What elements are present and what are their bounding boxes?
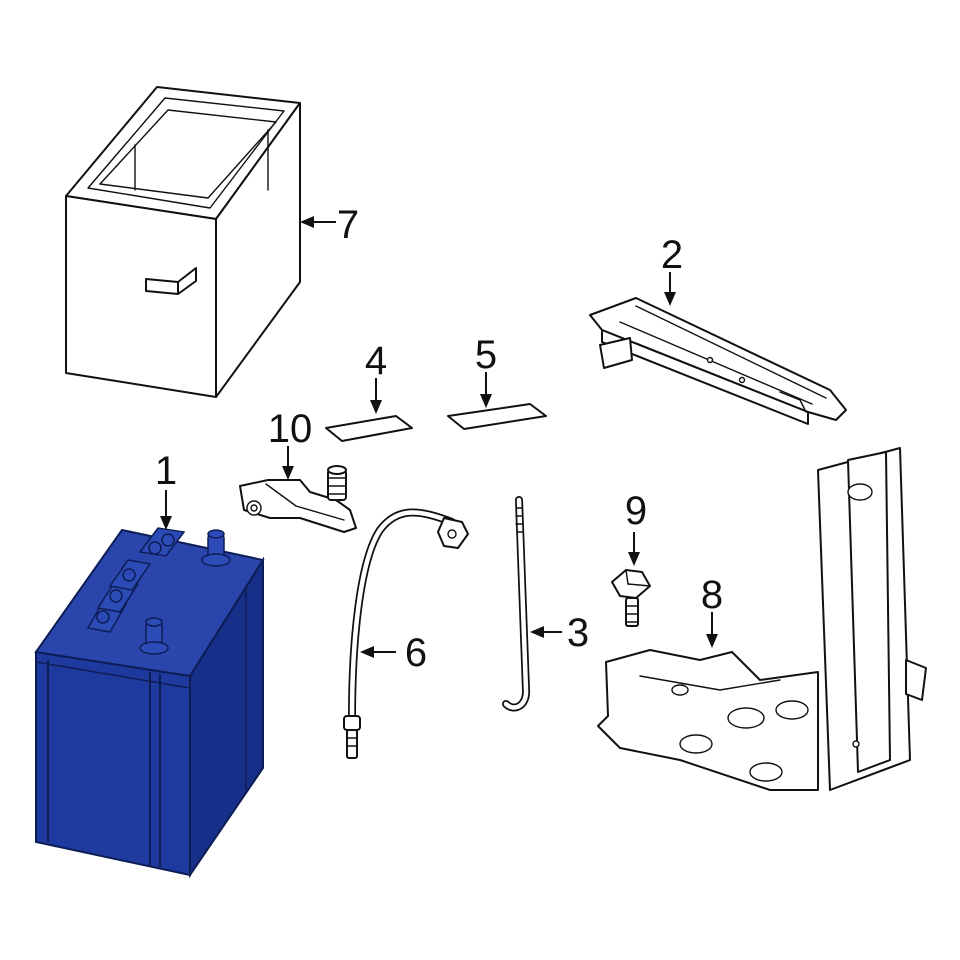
part-1-battery[interactable] — [34, 527, 265, 879]
part-8-battery-tray[interactable] — [597, 447, 927, 791]
callout-9: 9 — [625, 489, 647, 533]
part-9-bolt[interactable] — [611, 569, 651, 627]
callout-8: 8 — [701, 573, 723, 617]
part-10-terminal[interactable] — [239, 465, 357, 533]
callout-2: 2 — [661, 233, 683, 277]
callout-10: 10 — [268, 407, 313, 451]
callout-1: 1 — [155, 449, 177, 493]
battery-front-face — [35, 650, 191, 877]
callout-5: 5 — [475, 333, 497, 377]
box-handle — [145, 278, 179, 295]
battery-top-face — [34, 528, 265, 678]
part-6-cable[interactable] — [343, 508, 469, 759]
battery-vent-caps — [86, 527, 186, 633]
callout-arrows — [160, 216, 718, 658]
part-5-pad[interactable] — [447, 403, 547, 430]
part-2-hold-down-clamp[interactable] — [589, 297, 847, 425]
part-7-battery-box[interactable] — [65, 86, 301, 398]
callout-6: 6 — [405, 631, 427, 675]
battery-terminals — [139, 529, 231, 655]
part-3-hold-down-rod[interactable] — [502, 496, 530, 712]
callout-4: 4 — [365, 339, 387, 383]
callout-7: 7 — [337, 203, 359, 247]
callout-3: 3 — [567, 611, 589, 655]
part-4-pad[interactable] — [325, 415, 413, 442]
